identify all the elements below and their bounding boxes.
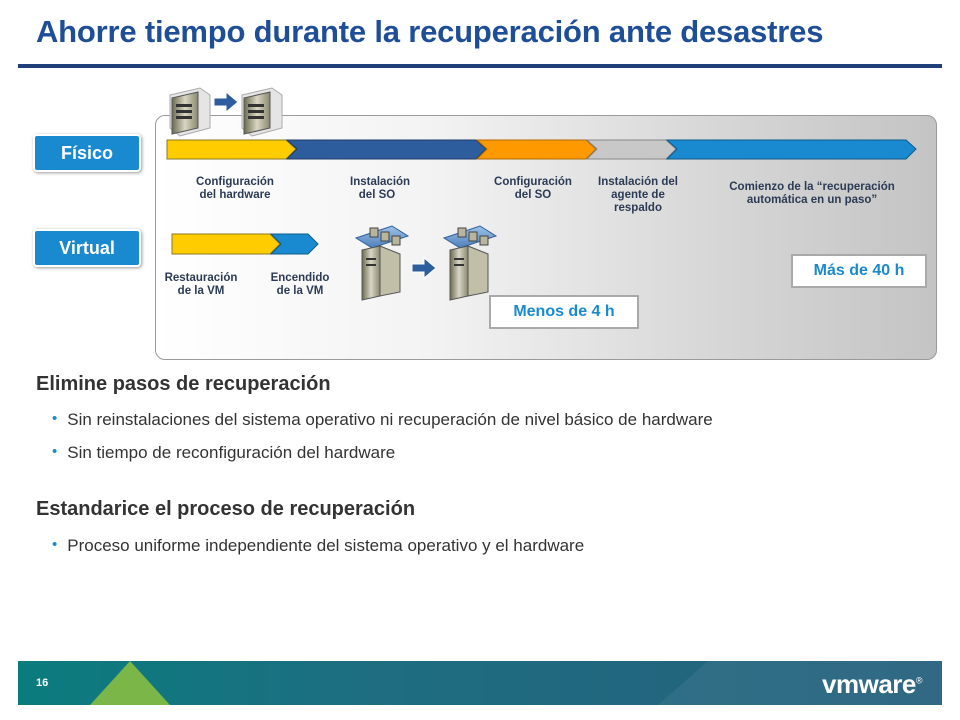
phys-step-3-arrow xyxy=(475,139,597,160)
section-heading-2: Estandarice el proceso de recuperación xyxy=(36,498,416,520)
virt-step-2-arrow xyxy=(269,233,319,255)
footer-bar: 16 vmware® xyxy=(18,661,942,705)
phys-step-1-label: Configuración del hardware xyxy=(196,176,274,201)
bullet-item: •Sin tiempo de reconfiguración del hardw… xyxy=(52,443,396,462)
logo-text: vmware xyxy=(822,669,916,699)
virt-step-1-arrow xyxy=(171,233,281,255)
physical-time-callout: Más de 40 h xyxy=(791,254,927,288)
virtual-host-icon xyxy=(442,225,498,301)
bullet-text: Sin reinstalaciones del sistema operativ… xyxy=(67,410,713,429)
bullet-text: Proceso uniforme independiente del siste… xyxy=(67,536,585,555)
phys-step-2-arrow xyxy=(285,139,487,160)
bullet-item: •Sin reinstalaciones del sistema operati… xyxy=(52,410,713,429)
title-divider xyxy=(18,64,942,68)
phys-step-3-label: Configuración del SO xyxy=(494,176,572,201)
virt-step-1-label: Restauración de la VM xyxy=(164,272,238,297)
registered-mark: ® xyxy=(915,675,923,686)
section-heading-1: Elimine pasos de recuperación xyxy=(36,373,331,395)
migrate-arrow-icon xyxy=(213,90,239,114)
virtual-time-callout: Menos de 4 h xyxy=(489,295,639,329)
phys-step-1-arrow xyxy=(166,139,297,160)
vmware-logo: vmware® xyxy=(822,669,922,700)
physical-row-label: Físico xyxy=(33,134,141,172)
slide-title: Ahorre tiempo durante la recuperación an… xyxy=(36,14,824,49)
migrate-arrow-icon xyxy=(411,256,437,280)
page-number: 16 xyxy=(36,677,49,689)
phys-step-5-arrow xyxy=(665,139,917,160)
footer-decoration xyxy=(90,661,942,705)
phys-step-4-label: Instalación del agente de respaldo xyxy=(598,176,678,214)
phys-step-2-label: Instalación del SO xyxy=(350,176,411,201)
phys-step-5-label: Comienzo de la “recuperación automática … xyxy=(729,181,895,206)
physical-server-icon xyxy=(241,87,283,137)
bullet-item: •Proceso uniforme independiente del sist… xyxy=(52,536,585,555)
virtual-row-label: Virtual xyxy=(33,229,141,267)
phys-step-4-arrow xyxy=(585,139,677,160)
virtual-host-icon xyxy=(354,225,410,301)
virt-step-2-label: Encendido de la VM xyxy=(270,272,330,297)
physical-server-icon xyxy=(169,87,211,137)
bullet-text: Sin tiempo de reconfiguración del hardwa… xyxy=(67,443,396,462)
